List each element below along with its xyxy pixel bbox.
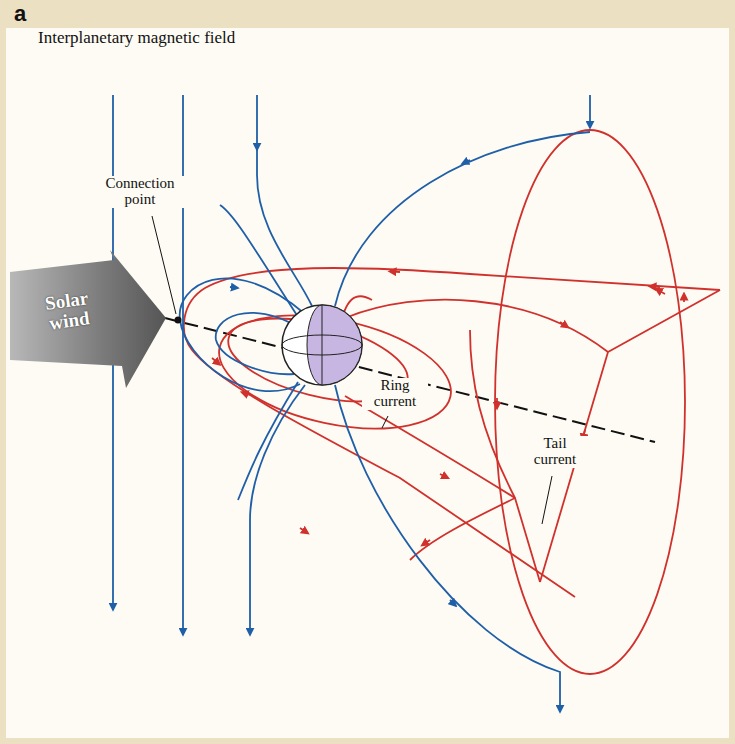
leader-line	[542, 476, 552, 524]
leader-line	[152, 216, 176, 314]
ring-current-loop	[209, 297, 461, 448]
panel-letter: a	[12, 2, 28, 25]
open-field-line	[335, 385, 560, 712]
imf-arrow	[589, 95, 591, 128]
leader-lines	[152, 216, 552, 524]
field-lines	[113, 95, 590, 712]
arrowhead	[392, 271, 400, 273]
solar-wind-arrow: Solar wind	[8, 248, 170, 390]
axis-line	[165, 318, 655, 442]
arrowhead	[683, 296, 685, 302]
imf-arrow	[256, 95, 258, 150]
meridian-line	[322, 305, 323, 385]
current-arrows	[212, 272, 684, 545]
current-label: Ring current	[362, 378, 428, 410]
north-lobe-line	[345, 300, 608, 352]
polar-field-line	[238, 382, 298, 500]
tail-current-branch	[410, 498, 515, 560]
arrowhead	[424, 540, 430, 544]
imf-line	[257, 148, 312, 306]
arrowhead	[450, 600, 456, 606]
panel-ground	[6, 28, 729, 738]
point-label: Connection point	[96, 176, 184, 208]
tail-loop-line	[470, 330, 515, 498]
leader-line	[382, 416, 388, 428]
tail-boundary-ring	[495, 130, 685, 674]
current-label: Tail current	[522, 436, 588, 468]
magnetopause-line	[184, 268, 720, 597]
open-field-line	[335, 132, 590, 306]
imf-line	[250, 385, 305, 635]
arrowhead	[496, 398, 498, 406]
arrowhead	[652, 286, 660, 288]
arrowhead	[560, 322, 566, 326]
arrow-body	[10, 250, 166, 388]
night-side	[307, 305, 362, 385]
arrowhead	[300, 528, 306, 532]
field-arrows	[230, 160, 470, 606]
arrowhead	[462, 160, 470, 164]
arrowhead	[230, 287, 238, 288]
current-lines	[184, 130, 720, 674]
arrowhead	[440, 474, 446, 477]
field-title: Interplanetary magnetic field	[36, 29, 237, 47]
arrowhead	[244, 393, 250, 395]
arrowhead	[658, 290, 665, 294]
earth-globe	[282, 305, 362, 385]
earth-disc	[282, 305, 362, 385]
polar-field-line	[220, 205, 300, 320]
tail-upper-line	[608, 290, 720, 352]
arrowhead	[212, 358, 218, 363]
connection-dot	[175, 317, 182, 324]
